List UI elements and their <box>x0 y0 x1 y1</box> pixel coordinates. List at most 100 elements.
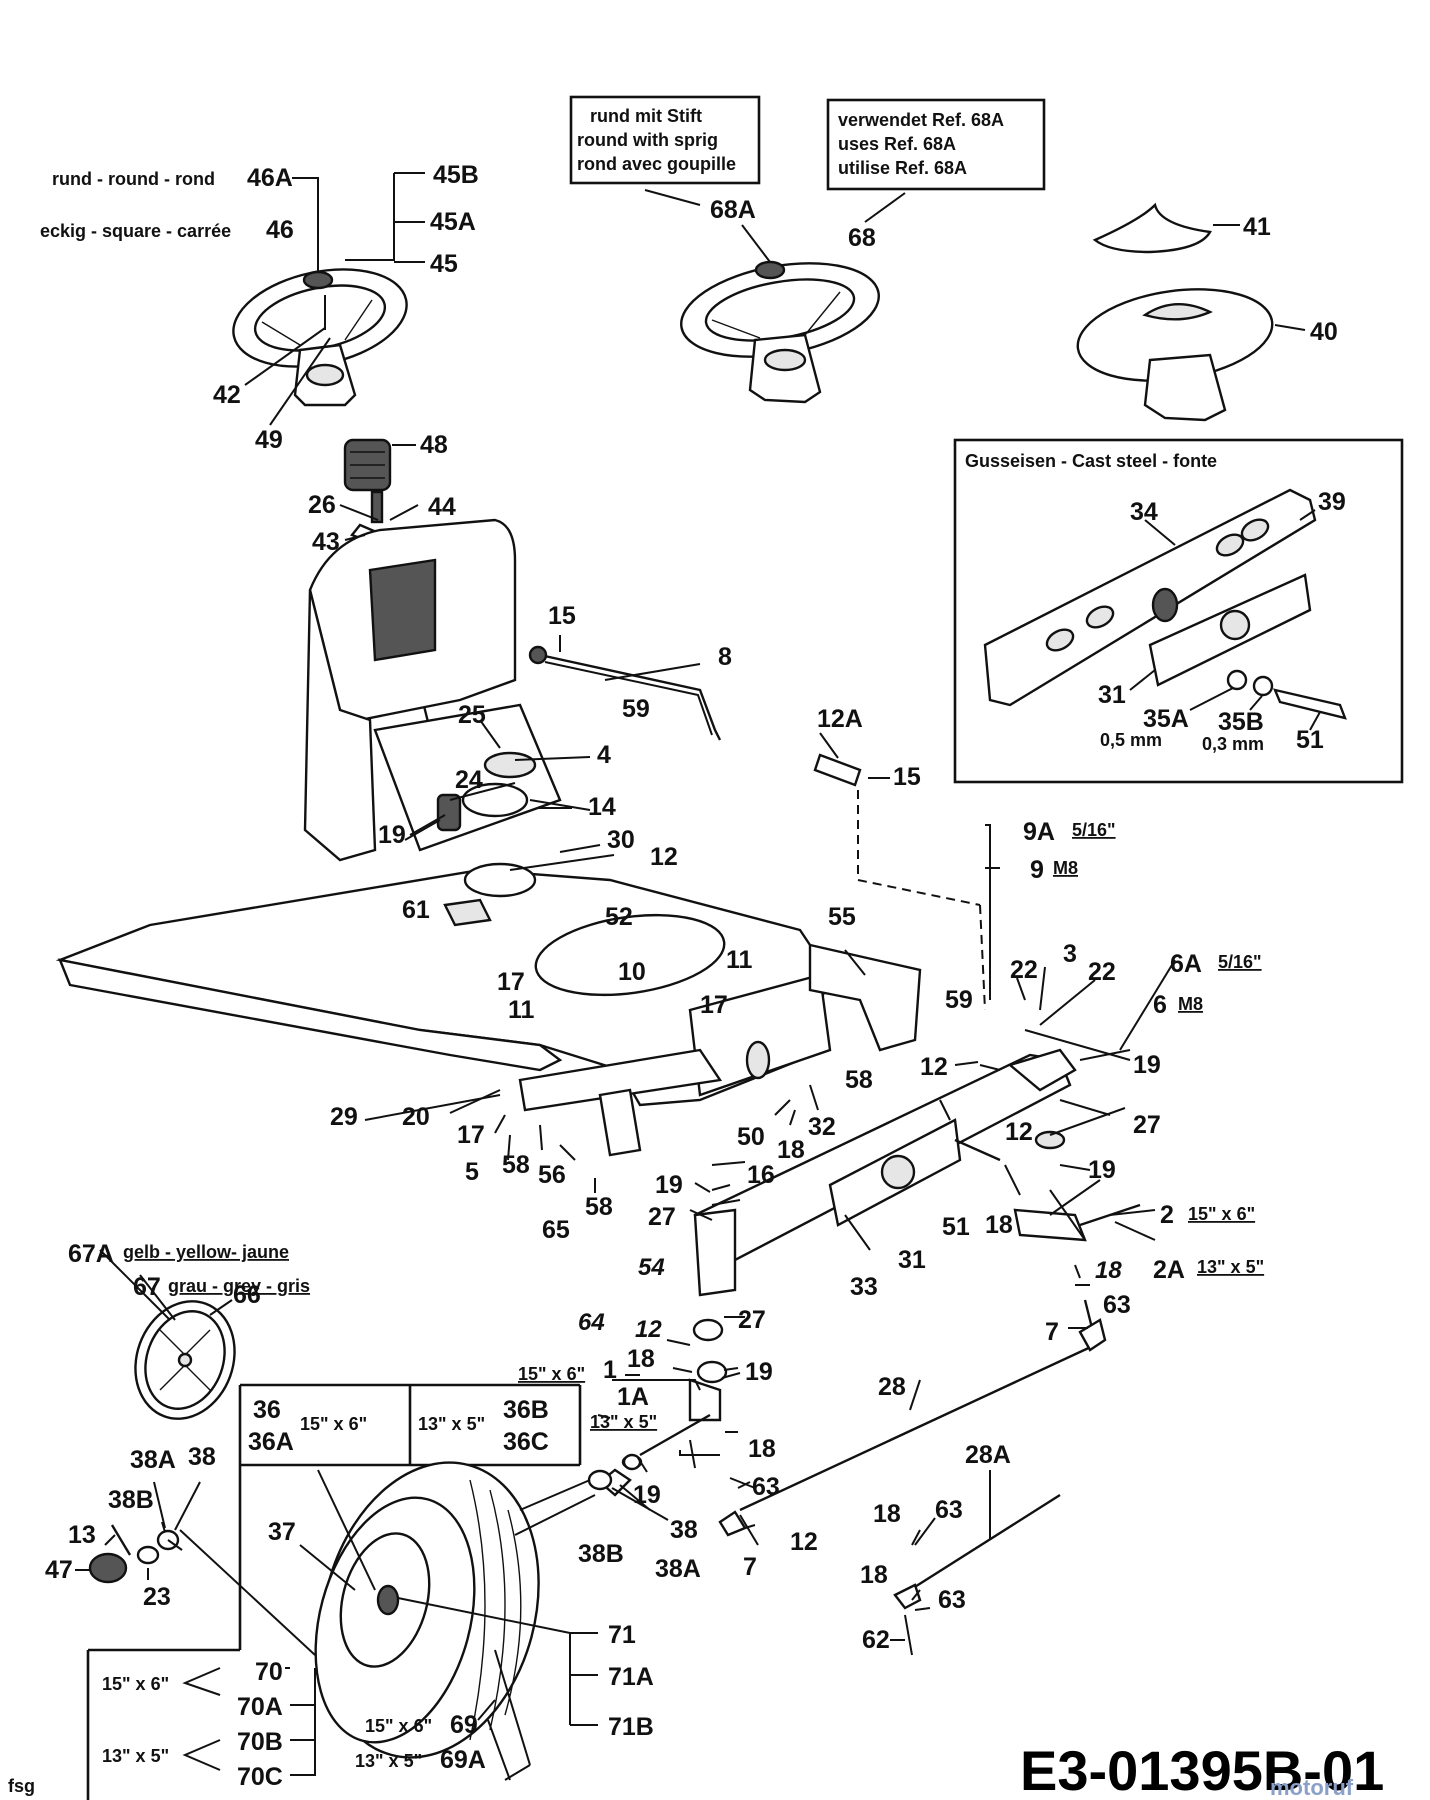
label-15x6-70: 15" x 6" <box>102 1674 169 1694</box>
hub-cap <box>134 1300 236 1420</box>
label-18-g: 18 <box>860 1561 888 1589</box>
label-2: 2 <box>1160 1201 1174 1229</box>
label-63-d: 63 <box>938 1586 966 1614</box>
author-mark: fsg <box>8 1776 35 1796</box>
label-69: 69 <box>450 1711 478 1739</box>
note-box-round-pin: rund mit Stift round with sprig rond ave… <box>569 95 761 185</box>
label-70C: 70C <box>237 1763 283 1791</box>
label-27-c: 27 <box>738 1306 766 1334</box>
label-23: 23 <box>143 1583 171 1611</box>
svg-text:utilise Ref. 68A: utilise Ref. 68A <box>838 158 967 178</box>
label-58-a: 58 <box>845 1066 873 1094</box>
label-25: 25 <box>458 701 486 729</box>
label-36C: 36C <box>503 1428 549 1456</box>
label-5-16-b: 5/16" <box>1218 952 1262 972</box>
label-5: 5 <box>465 1158 479 1186</box>
label-round: rund - round - rond <box>52 169 215 189</box>
svg-text:rund mit Stift: rund mit Stift <box>590 106 702 126</box>
label-65: 65 <box>542 1216 570 1244</box>
label-54: 54 <box>638 1254 665 1281</box>
label-55: 55 <box>828 903 856 931</box>
label-36A: 36A <box>248 1428 294 1456</box>
label-17-a: 17 <box>497 968 525 996</box>
label-51-box: 51 <box>1296 726 1324 754</box>
seat-bracket <box>303 518 562 862</box>
label-m8-b: M8 <box>1178 994 1203 1014</box>
label-42: 42 <box>213 381 241 409</box>
label-39: 39 <box>1318 488 1346 516</box>
label-1A: 1A <box>617 1383 649 1411</box>
wheel-hardware <box>88 1453 642 1584</box>
label-45: 45 <box>430 250 458 278</box>
label-71: 71 <box>608 1621 636 1649</box>
wheel-cap-41 <box>1092 202 1212 254</box>
label-62: 62 <box>862 1626 890 1654</box>
svg-text:uses Ref. 68A: uses Ref. 68A <box>838 134 956 154</box>
label-3: 3 <box>1063 940 1077 968</box>
label-70A: 70A <box>237 1693 283 1721</box>
seat-plate <box>436 751 537 927</box>
drag-link <box>528 645 986 1011</box>
label-15x6-2: 15" x 6" <box>1188 1204 1255 1224</box>
label-45B: 45B <box>433 161 479 189</box>
label-68: 68 <box>848 224 876 252</box>
label-46: 46 <box>266 216 294 244</box>
label-36B: 36B <box>503 1396 549 1424</box>
label-15-a: 15 <box>548 602 576 630</box>
label-13x5-2a: 13" x 5" <box>1197 1257 1264 1277</box>
label-67: 67 <box>133 1273 161 1301</box>
label-58-c: 58 <box>585 1193 613 1221</box>
leader-lines <box>75 172 1321 1781</box>
label-17-c: 17 <box>457 1121 485 1149</box>
label-19-b: 19 <box>1133 1051 1161 1079</box>
diagram-code: E3-01395B-01 <box>1020 1739 1384 1800</box>
label-17-b: 17 <box>700 991 728 1019</box>
label-58-b: 58 <box>502 1151 530 1179</box>
steering-wheel-center <box>680 260 880 404</box>
label-19-d: 19 <box>655 1171 683 1199</box>
label-43: 43 <box>312 528 340 556</box>
label-19-c: 19 <box>1088 1156 1116 1184</box>
label-59-b: 59 <box>945 986 973 1014</box>
label-36: 36 <box>253 1396 281 1424</box>
label-12A: 12A <box>817 705 863 733</box>
svg-text:verwendet Ref. 68A: verwendet Ref. 68A <box>838 110 1004 130</box>
label-38-a: 38 <box>670 1516 698 1544</box>
label-18-c: 18 <box>1095 1257 1122 1284</box>
label-63-c: 63 <box>935 1496 963 1524</box>
label-38A: 38A <box>655 1555 701 1583</box>
label-12-b: 12 <box>920 1053 948 1081</box>
label-40: 40 <box>1310 318 1338 346</box>
front-axle <box>692 1048 1141 1342</box>
label-13x5-36b: 13" x 5" <box>418 1414 485 1434</box>
label-15x6-1: 15" x 6" <box>518 1364 585 1384</box>
label-50: 50 <box>737 1123 765 1151</box>
svg-text:Gusseisen - Cast steel - fonte: Gusseisen - Cast steel - fonte <box>965 451 1217 471</box>
label-45A: 45A <box>430 208 476 236</box>
label-18-e: 18 <box>748 1435 776 1463</box>
part-labels: rund - round - rond 46A eckig - square -… <box>40 161 1346 1791</box>
label-12-e: 12 <box>790 1528 818 1556</box>
label-20: 20 <box>402 1103 430 1131</box>
label-19-a: 19 <box>378 821 406 849</box>
label-22-b: 22 <box>1088 958 1116 986</box>
label-11-a: 11 <box>726 946 753 974</box>
label-56: 56 <box>538 1161 566 1189</box>
label-28: 28 <box>878 1373 906 1401</box>
label-5-16-a: 5/16" <box>1072 820 1116 840</box>
label-27-a: 27 <box>1133 1111 1161 1139</box>
label-9A: 9A <box>1023 818 1055 846</box>
label-48: 48 <box>420 431 448 459</box>
label-30: 30 <box>607 826 635 854</box>
label-63-a: 63 <box>1103 1291 1131 1319</box>
label-18-a: 18 <box>777 1136 805 1164</box>
label-grey: grau - grey - gris <box>168 1276 310 1296</box>
label-29: 29 <box>330 1103 358 1131</box>
steering-wheel-left <box>232 268 408 407</box>
label-32: 32 <box>808 1113 836 1141</box>
label-37: 37 <box>268 1518 296 1546</box>
label-47: 47 <box>45 1556 73 1584</box>
label-59-a: 59 <box>622 695 650 723</box>
label-68A: 68A <box>710 196 756 224</box>
